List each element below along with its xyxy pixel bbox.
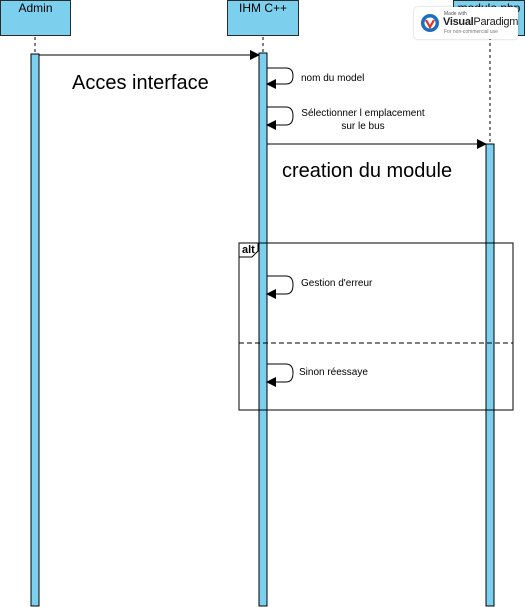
emplacement-label-line1: Sélectionner l emplacement xyxy=(301,108,425,119)
watermark-brand: VisualParadigm xyxy=(443,16,518,28)
creation-module-label: creation du module xyxy=(282,160,453,182)
visual-paradigm-watermark: Made with VisualParadigm For non-commerc… xyxy=(414,7,518,39)
module-activation-bar xyxy=(485,143,495,607)
gestion-erreur-label: Gestion d'erreur xyxy=(301,278,373,289)
admin-label: Admin xyxy=(18,1,53,15)
emplacement-label: Sélectionner l emplacement sur le bus xyxy=(294,107,432,133)
watermark-note: For non-commercial use xyxy=(444,29,498,35)
nom-du-model-label: nom du model xyxy=(301,73,365,84)
admin-activation-bar xyxy=(30,53,40,607)
ihm-lifeline-head[interactable]: IHM C++ xyxy=(227,0,299,36)
visual-paradigm-logo-icon xyxy=(421,14,439,32)
alt-operator-tab xyxy=(238,243,259,258)
acces-interface-label: Acces interface xyxy=(72,72,209,94)
emplacement-self-arrow xyxy=(266,106,294,130)
admin-lifeline-head[interactable]: Admin xyxy=(0,0,71,36)
watermark-made-with: Made with xyxy=(444,11,467,17)
nom-du-model-self-arrow xyxy=(266,67,294,89)
ihm-activation-bar xyxy=(258,52,268,607)
gestion-erreur-self-arrow xyxy=(266,275,294,299)
sinon-reessaye-label: Sinon réessaye xyxy=(299,367,368,378)
emplacement-label-line2: sur le bus xyxy=(341,121,385,132)
watermark-brand-bold: Visual xyxy=(443,16,474,28)
ihm-label: IHM C++ xyxy=(238,1,287,15)
alt-operator-label: alt xyxy=(242,244,255,256)
alt-fragment xyxy=(238,242,514,411)
watermark-brand-rest: Paradigm xyxy=(473,16,519,28)
sinon-reessaye-self-arrow xyxy=(266,363,294,387)
